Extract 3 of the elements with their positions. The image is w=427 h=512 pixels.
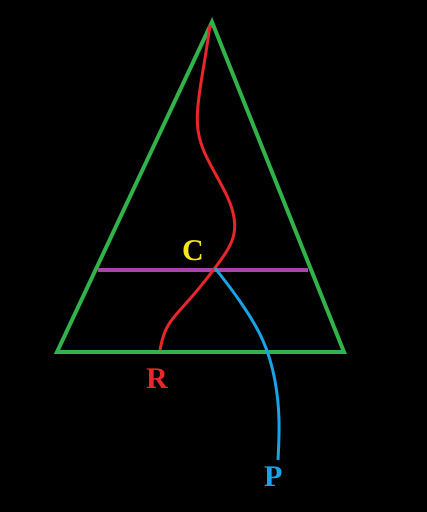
point-label: R xyxy=(146,364,168,394)
point-label: P xyxy=(264,462,282,492)
point-label: C xyxy=(182,236,204,266)
